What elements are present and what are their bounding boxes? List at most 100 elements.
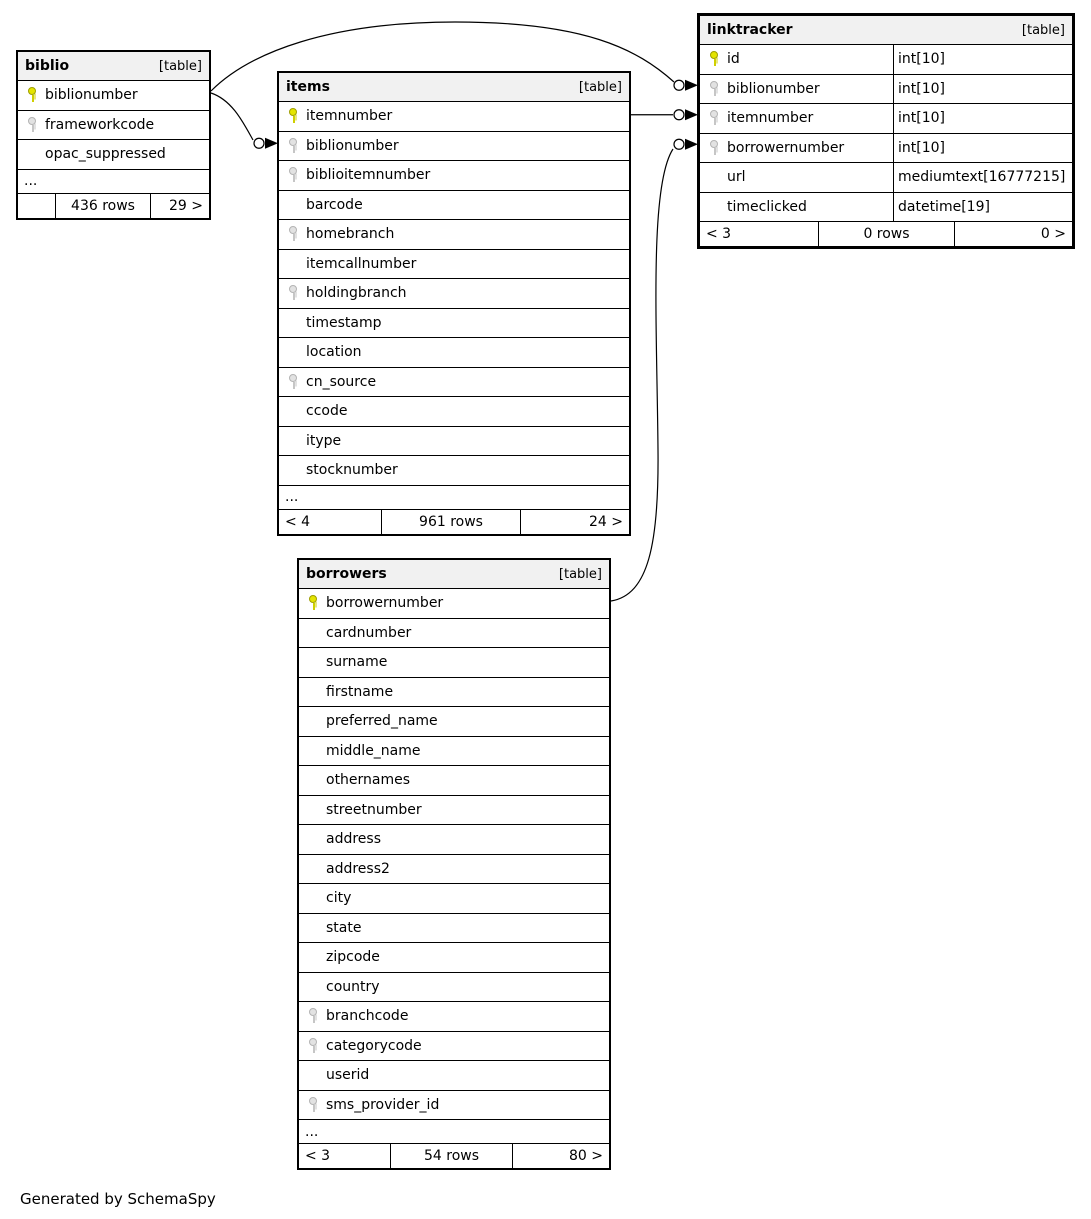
- column-row: zipcode: [299, 942, 609, 972]
- column-row: sms_provider_id: [299, 1089, 609, 1119]
- column-label: itemnumber: [727, 110, 814, 127]
- column-label: preferred_name: [326, 713, 438, 730]
- column-label: stocknumber: [306, 462, 398, 479]
- column-type-cell: int[10]: [893, 45, 1072, 74]
- column-label: othernames: [326, 772, 411, 789]
- key-icon: [288, 196, 299, 214]
- table-name: biblio: [25, 58, 70, 74]
- column-row: country: [299, 971, 609, 1001]
- column-row: biblioitemnumber: [279, 160, 629, 190]
- column-type-cell: mediumtext[16777215]: [893, 163, 1072, 192]
- key-icon: [709, 139, 720, 157]
- table-borrowers-header[interactable]: borrowers [table]: [299, 560, 609, 588]
- column-label: streetnumber: [326, 801, 422, 818]
- column-label: zipcode: [326, 949, 380, 966]
- key-icon: [308, 624, 319, 642]
- column-label: state: [326, 919, 362, 936]
- ellipsis-row: ...: [299, 1119, 609, 1143]
- column-row: itype: [279, 425, 629, 455]
- table-name: borrowers: [306, 566, 387, 582]
- column-label: itype: [306, 432, 342, 449]
- column-row: itemnumber: [279, 101, 629, 131]
- column-row: biblionumber: [279, 130, 629, 160]
- column-label: sms_provider_id: [326, 1096, 440, 1113]
- column-row: cn_source: [279, 366, 629, 396]
- column-row: url mediumtext[16777215]: [700, 162, 1072, 192]
- column-label: city: [326, 890, 352, 907]
- table-biblio[interactable]: biblio [table] biblionumber frameworkcod…: [16, 50, 211, 220]
- key-icon: [288, 255, 299, 273]
- table-items-header[interactable]: items [table]: [279, 73, 629, 101]
- column-label: url: [727, 169, 746, 186]
- column-label: borrowernumber: [326, 595, 444, 612]
- column-name-cell: url: [700, 163, 893, 192]
- table-badge: [table]: [578, 79, 622, 95]
- pager-prev: [18, 194, 55, 218]
- column-label: address2: [326, 860, 390, 877]
- column-label: biblioitemnumber: [306, 167, 431, 184]
- ellipsis-row: ...: [18, 168, 209, 193]
- column-label: timeclicked: [727, 198, 807, 215]
- table-items-footer: < 4 961 rows 24 >: [279, 508, 629, 534]
- key-icon: [288, 107, 299, 125]
- column-label: holdingbranch: [306, 285, 407, 302]
- column-row: stocknumber: [279, 455, 629, 485]
- table-borrowers-columns: borrowernumber cardnumber surname firstn…: [299, 588, 609, 1119]
- column-row: state: [299, 912, 609, 942]
- key-icon: [27, 145, 38, 163]
- table-linktracker-footer: < 3 0 rows 0 >: [700, 221, 1072, 246]
- table-items[interactable]: items [table] itemnumber biblionumber bi…: [277, 71, 631, 536]
- table-badge: [table]: [1021, 22, 1065, 38]
- fk-endpoint-linktracker-biblionumber: [673, 79, 698, 91]
- row-count: 961 rows: [381, 509, 520, 534]
- column-row: surname: [299, 647, 609, 677]
- column-row: branchcode: [299, 1001, 609, 1031]
- key-icon: [308, 1066, 319, 1084]
- table-linktracker-columns: id int[10] biblionumber int[10] item: [700, 44, 1072, 221]
- column-label: firstname: [326, 683, 394, 700]
- row-count: 0 rows: [818, 222, 954, 246]
- key-icon: [308, 801, 319, 819]
- key-icon: [288, 461, 299, 479]
- key-icon: [288, 284, 299, 302]
- table-linktracker[interactable]: linktracker [table] id int[10] biblionum…: [697, 13, 1075, 249]
- table-name: linktracker: [707, 22, 793, 38]
- generated-by-note: Generated by SchemaSpy: [20, 1190, 216, 1208]
- column-label: cardnumber: [326, 624, 412, 641]
- column-row: biblionumber: [18, 80, 209, 110]
- column-row: address: [299, 824, 609, 854]
- key-icon: [27, 116, 38, 134]
- column-label: itemnumber: [306, 108, 393, 125]
- key-icon: [288, 432, 299, 450]
- key-icon: [709, 50, 720, 68]
- key-icon: [308, 653, 319, 671]
- key-icon: [709, 109, 720, 127]
- table-biblio-header[interactable]: biblio [table]: [18, 52, 209, 80]
- key-icon: [288, 402, 299, 420]
- pager-next: 24 >: [520, 509, 629, 534]
- row-count: 54 rows: [390, 1144, 512, 1168]
- column-row: firstname: [299, 676, 609, 706]
- column-row: timestamp: [279, 307, 629, 337]
- column-row: timeclicked datetime[19]: [700, 191, 1072, 221]
- column-row: opac_suppressed: [18, 139, 209, 169]
- pager-next: 29 >: [150, 193, 209, 218]
- table-badge: [table]: [558, 566, 602, 582]
- key-icon: [308, 889, 319, 907]
- column-row: barcode: [279, 189, 629, 219]
- column-label: categorycode: [326, 1037, 422, 1054]
- column-row: location: [279, 337, 629, 367]
- column-label: middle_name: [326, 742, 421, 759]
- column-row: city: [299, 883, 609, 913]
- fk-endpoint-items-biblionumber: [253, 137, 278, 149]
- key-icon: [288, 166, 299, 184]
- key-icon: [308, 594, 319, 612]
- table-borrowers[interactable]: borrowers [table] borrowernumber cardnum…: [297, 558, 611, 1170]
- column-label: address: [326, 831, 382, 848]
- column-row: ccode: [279, 396, 629, 426]
- column-type-cell: int[10]: [893, 133, 1072, 162]
- table-biblio-footer: 436 rows 29 >: [18, 192, 209, 218]
- column-name-cell: id: [700, 45, 893, 74]
- table-linktracker-header[interactable]: linktracker [table]: [700, 16, 1072, 44]
- row-count: 436 rows: [55, 193, 150, 218]
